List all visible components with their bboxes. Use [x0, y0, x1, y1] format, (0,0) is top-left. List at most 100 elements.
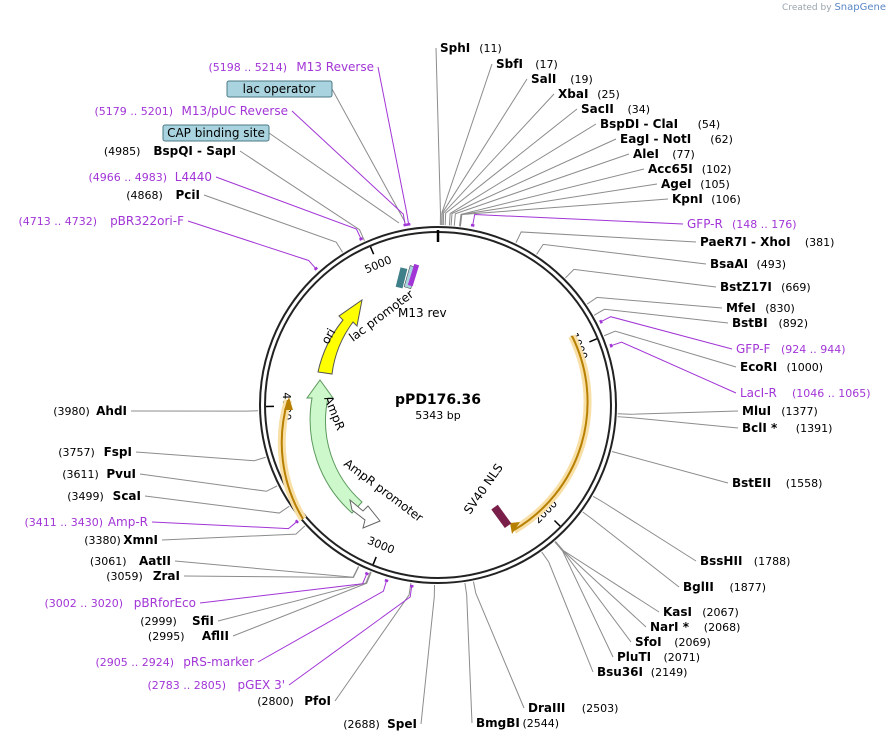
enzyme-name: AhdI	[96, 404, 127, 418]
enzyme-position: (4868)	[126, 189, 163, 202]
enzyme-leader-line	[554, 541, 614, 658]
primer-name: L4440	[175, 170, 212, 184]
enzyme-leader-line	[617, 416, 739, 429]
enzyme-position: (2995)	[148, 630, 185, 643]
enzyme-position: (3061)	[90, 555, 127, 568]
enzyme-name: PfoI	[304, 694, 331, 708]
enzyme-name: AflII	[202, 629, 229, 643]
enzyme-position: (2149)	[651, 666, 688, 679]
enzyme-position: (2688)	[343, 718, 380, 731]
enzyme-site: Bsu36I(2149)	[597, 665, 687, 679]
primer-binding-mark	[294, 519, 299, 524]
enzyme-site: DraIII(2503)	[528, 701, 618, 715]
primer-range: (2783 .. 2805)	[147, 679, 226, 692]
primer-leader-line	[288, 586, 413, 686]
enzyme-site: BstBI(892)	[732, 316, 808, 330]
enzyme-site: MfeI(830)	[726, 301, 795, 315]
enzyme-leader-line	[459, 168, 645, 227]
enzyme-name: Acc65I	[648, 162, 693, 176]
enzyme-name: BglII	[683, 580, 714, 594]
enzyme-leader-line	[541, 551, 594, 673]
primer-binding-mark	[599, 319, 603, 324]
enzyme-site: BglII(1877)	[683, 580, 766, 594]
enzyme-leader-line	[555, 541, 660, 613]
primer-name: pGEX 3'	[238, 678, 285, 692]
ampr-promoter-arrow	[349, 498, 381, 529]
primer-name: LacI-R	[740, 386, 777, 400]
enzyme-leader-line	[554, 541, 632, 643]
enzyme-name: PvuI	[106, 467, 136, 481]
primer-binding-mark	[384, 578, 389, 583]
enzyme-name: BclI *	[742, 421, 778, 435]
primer-site: M13 Reverse(5198 .. 5214)	[208, 60, 374, 74]
enzyme-position: (77)	[672, 148, 695, 161]
enzyme-leader-line	[464, 582, 473, 724]
enzyme-site: AflII (2995)	[148, 629, 229, 643]
primer-binding-mark	[403, 223, 408, 227]
primer-leader-line	[187, 220, 317, 270]
enzyme-name: ZraI	[153, 569, 180, 583]
enzyme-leader-line	[592, 495, 697, 562]
enzyme-name: PciI	[176, 188, 201, 202]
enzyme-leader-line	[582, 511, 680, 588]
enzyme-position: (2069)	[674, 636, 711, 649]
enzyme-position: (3380)	[84, 534, 121, 547]
enzyme-leader-line	[217, 571, 371, 622]
enzyme-position: (34)	[628, 103, 651, 116]
ruler-tick	[553, 519, 561, 527]
enzyme-site: AleI (77)	[633, 147, 695, 161]
primer-leader-line	[377, 66, 410, 225]
enzyme-position: (1391)	[796, 422, 833, 435]
primer-site: GFP-R(148 .. 176)	[687, 217, 797, 231]
enzyme-name: SacII	[581, 102, 614, 116]
ruler-tick	[589, 338, 598, 343]
enzyme-site: XmnI(3380)	[84, 533, 158, 547]
orf-arrowhead-right	[510, 522, 520, 534]
enzyme-leader-line	[334, 582, 412, 702]
enzyme-leader-line	[448, 123, 597, 226]
enzyme-name: MfeI	[726, 301, 756, 315]
enzyme-position: (3499)	[67, 490, 104, 503]
enzyme-position: (493)	[757, 258, 787, 271]
enzyme-name: BssHII	[700, 554, 742, 568]
enzyme-site: PaeR7I - XhoI(381)	[700, 235, 834, 249]
enzyme-site: AatII(3061)	[90, 554, 171, 568]
enzyme-leader-line	[450, 138, 617, 226]
primer-binding-mark	[358, 237, 364, 241]
enzyme-name: PluTI	[617, 650, 651, 664]
enzyme-name: BspDI - ClaI	[600, 117, 678, 131]
enzyme-site: BspQI - SapI(4985)	[104, 144, 236, 158]
enzyme-position: (2071)	[664, 651, 701, 664]
enzyme-name: SalI	[531, 72, 556, 86]
primer-name: pBR322ori-F	[110, 214, 184, 228]
snapgene-credit: Created by SnapGene	[782, 2, 886, 13]
enzyme-leader-line	[459, 198, 669, 227]
sv40-nls-marker	[491, 504, 512, 529]
enzyme-position: (2068)	[704, 621, 741, 634]
ruler-tick	[372, 556, 377, 565]
enzyme-site: SpeI(2688)	[343, 717, 417, 731]
enzyme-leader-line	[611, 451, 729, 484]
enzyme-site: SfoI(2069)	[635, 635, 711, 649]
enzyme-name: AgeI	[661, 177, 691, 191]
primer-name: pBRforEco	[134, 596, 196, 610]
enzyme-site: Acc65I(102)	[648, 162, 731, 176]
m13-rev-marker	[407, 263, 420, 287]
enzyme-leader-line	[420, 584, 436, 725]
enzyme-position: (1377)	[781, 405, 818, 418]
primer-name: GFP-R	[687, 217, 723, 231]
enzyme-name: XbaI	[558, 87, 588, 101]
feature-label-m13-rev: M13 rev	[398, 306, 447, 320]
enzyme-leader-line	[515, 231, 697, 243]
enzyme-name: ScaI	[113, 489, 141, 503]
primer-range: (924 .. 944)	[781, 343, 846, 356]
enzyme-site: BclI * (1391)	[742, 421, 832, 435]
enzyme-leader-line	[536, 243, 707, 265]
cap-site-leader	[268, 132, 400, 224]
primer-leader-line	[151, 521, 298, 530]
enzyme-position: (19)	[570, 73, 593, 86]
enzyme-name: AleI	[633, 147, 659, 161]
enzyme-site: BsaAI(493)	[710, 257, 786, 271]
enzyme-name: BstEII	[732, 476, 771, 490]
enzyme-position: (892)	[779, 317, 809, 330]
